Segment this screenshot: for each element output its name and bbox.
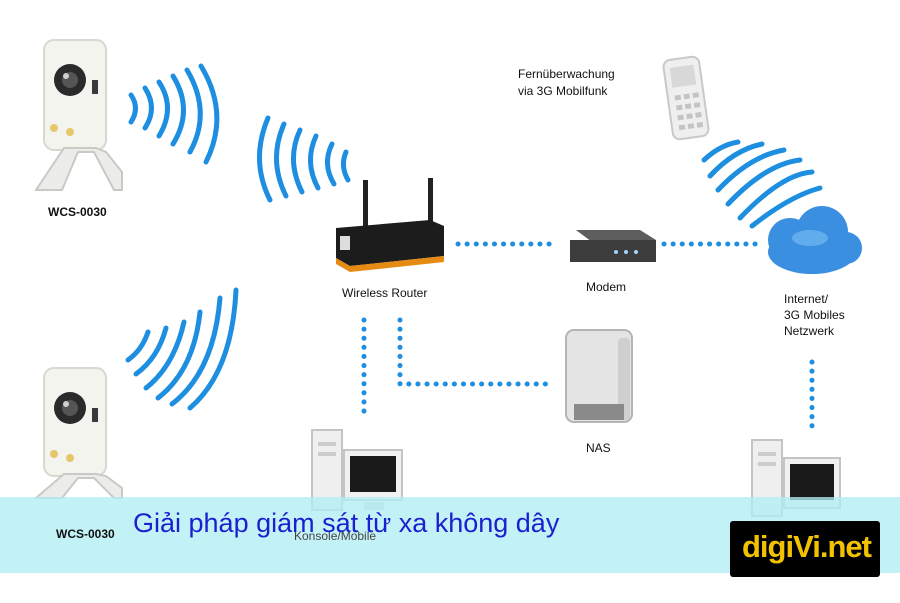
mobile-label-line1: Fernüberwachung xyxy=(518,67,615,81)
camera-1-label: WCS-0030 xyxy=(48,205,107,219)
internet-label-line1: Internet/ xyxy=(784,292,829,306)
internet-label-line2: 3G Mobiles xyxy=(784,308,845,322)
wifi-waves-icon xyxy=(701,139,823,229)
router-icon xyxy=(336,178,444,272)
camera-icon xyxy=(34,39,123,191)
phone-icon xyxy=(662,55,710,141)
banner-title: Giải pháp giám sát từ xa không dây xyxy=(133,508,560,538)
internet-label-line3: Netzwerk xyxy=(784,324,835,338)
nas-icon xyxy=(565,329,633,423)
wifi-waves-icon xyxy=(125,287,239,411)
cloud-icon xyxy=(768,206,862,274)
wifi-waves-icon xyxy=(257,115,351,203)
computer-left-label: Konsole/Mobile xyxy=(294,529,377,543)
modem-label: Modem xyxy=(586,280,627,294)
router-label: Wireless Router xyxy=(342,286,428,300)
modem-icon xyxy=(570,230,656,262)
computer-icon xyxy=(311,429,403,511)
nas-label: NAS xyxy=(586,441,611,455)
camera-icon xyxy=(33,367,123,499)
mobile-label-line2: via 3G Mobilfunk xyxy=(518,84,608,98)
logo-text: digiVi.net xyxy=(742,529,872,564)
network-links xyxy=(361,241,815,433)
camera-2-label: WCS-0030 xyxy=(56,527,115,541)
wifi-waves-icon xyxy=(128,63,220,165)
logo xyxy=(730,521,880,577)
